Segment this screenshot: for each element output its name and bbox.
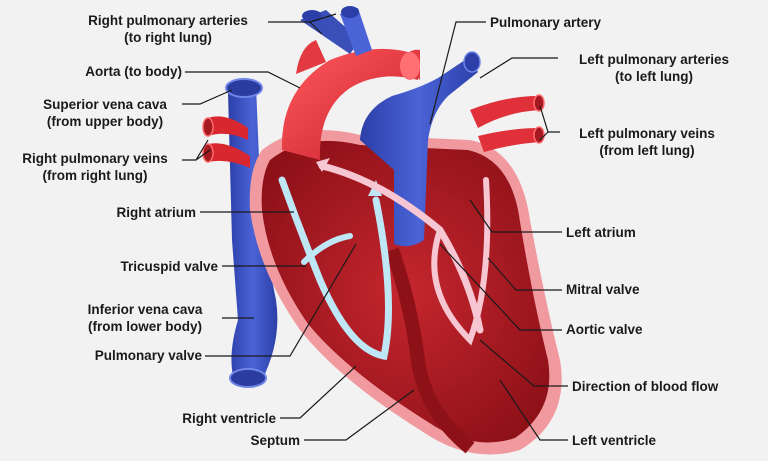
label-mitral-valve: Mitral valve [566, 281, 640, 298]
label-superior-vena-cava: Superior vena cava (from upper body) [30, 96, 180, 130]
label-line: Right ventricle [182, 411, 276, 426]
label-aortic-valve: Aortic valve [566, 321, 643, 338]
label-line: Septum [250, 433, 300, 448]
blood-flow-arrows [278, 158, 491, 361]
label-line: Right atrium [116, 205, 197, 220]
label-line: Right pulmonary veins [22, 151, 168, 166]
label-line: Direction of blood flow [572, 379, 719, 394]
septum-wall [385, 247, 475, 454]
label-right-ventricle: Right ventricle [140, 410, 276, 427]
label-right-atrium: Right atrium [60, 204, 197, 221]
label-line: Aorta (to body) [85, 64, 182, 79]
label-inferior-vena-cava: Inferior vena cava (from lower body) [70, 301, 220, 335]
label-pulmonary-artery: Pulmonary artery [490, 14, 601, 31]
label-pulmonary-valve: Pulmonary valve [60, 347, 202, 364]
label-line: (from upper body) [46, 114, 164, 129]
label-aorta: Aorta (to body) [20, 63, 182, 80]
label-line: (to left lung) [615, 69, 693, 84]
label-line: Inferior vena cava [87, 302, 203, 317]
label-line: Pulmonary valve [94, 348, 202, 363]
label-left-ventricle: Left ventricle [572, 432, 656, 449]
label-left-pulmonary-veins: Left pulmonary veins (from left lung) [563, 125, 731, 159]
label-line: Mitral valve [566, 282, 640, 297]
label-line: Left ventricle [572, 433, 657, 448]
label-right-pulmonary-veins: Right pulmonary veins (from right lung) [10, 150, 180, 184]
aorta-vessel [281, 40, 420, 161]
label-line: Superior vena cava [43, 97, 167, 112]
label-line: (from lower body) [88, 319, 202, 334]
label-line: (from left lung) [599, 143, 695, 158]
label-line: Left pulmonary arteries [578, 52, 730, 67]
label-line: (to right lung) [124, 30, 212, 45]
label-tricuspid-valve: Tricuspid valve [60, 258, 218, 275]
right-pulmonary-veins-vessel [202, 116, 250, 168]
label-line: (from right lung) [42, 168, 148, 183]
label-line: Left atrium [566, 225, 636, 240]
label-right-pulmonary-arteries: Right pulmonary arteries (to right lung) [70, 12, 266, 46]
label-left-pulmonary-arteries: Left pulmonary arteries (to left lung) [562, 51, 746, 85]
left-pulmonary-veins-vessel [470, 94, 545, 152]
label-septum: Septum [240, 432, 300, 449]
label-line: Right pulmonary arteries [88, 13, 248, 28]
label-line: Pulmonary artery [490, 15, 602, 30]
label-left-atrium: Left atrium [566, 224, 636, 241]
label-line: Tricuspid valve [120, 259, 218, 274]
label-line: Aortic valve [566, 322, 643, 337]
label-line: Left pulmonary veins [579, 126, 715, 141]
label-direction-of-blood-flow: Direction of blood flow [572, 378, 718, 395]
